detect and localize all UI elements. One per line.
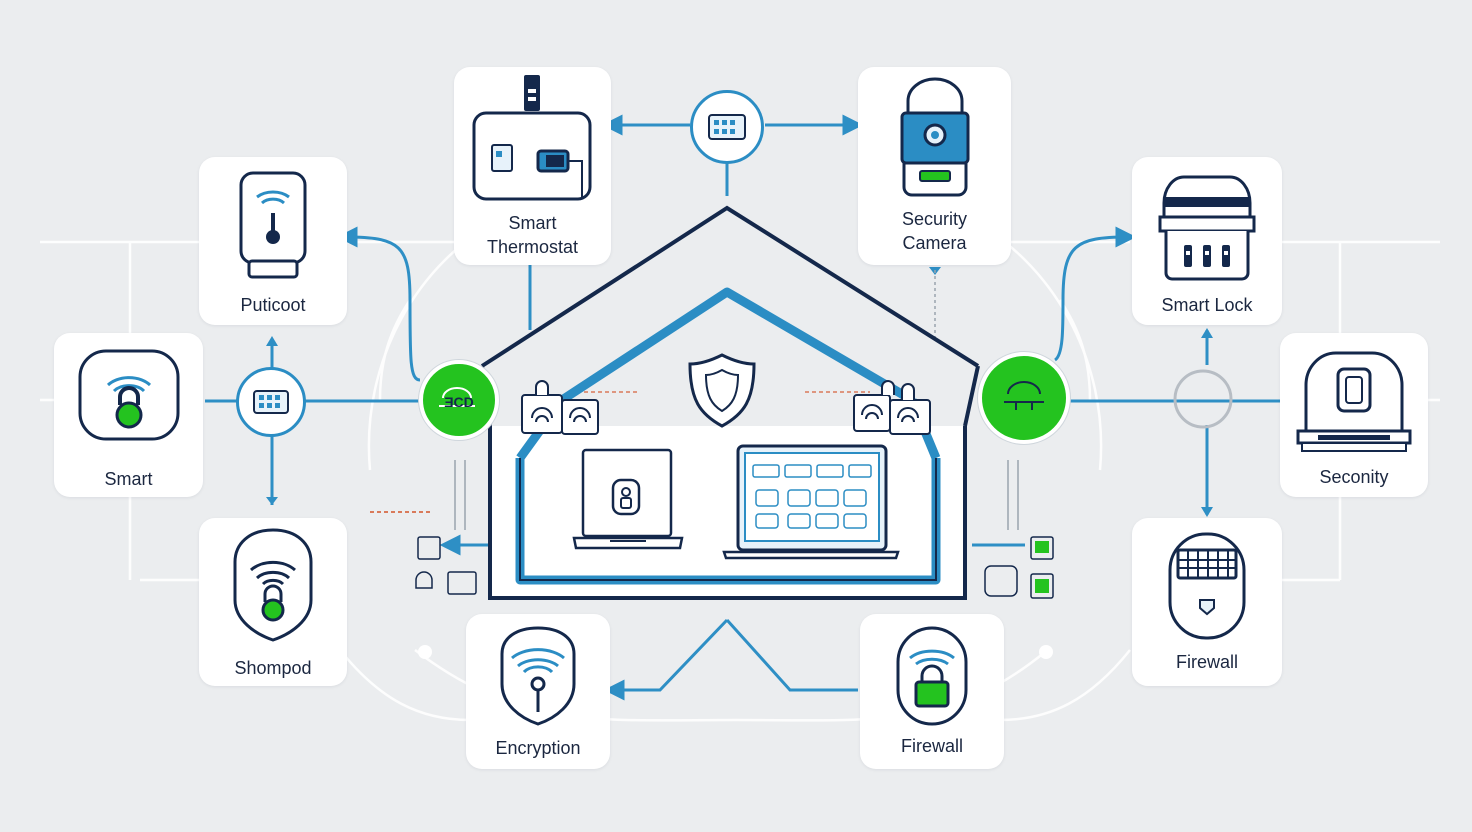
device-card-top-left[interactable]: Puticoot: [199, 157, 347, 325]
top-chip-hub[interactable]: [690, 90, 764, 164]
security-camera-icon: [900, 77, 970, 197]
left-chip-hub[interactable]: [236, 367, 306, 437]
router-icon: [1004, 381, 1044, 410]
device-card-firewall[interactable]: Firewall: [860, 614, 1004, 769]
device-label: Firewall: [1175, 652, 1238, 672]
device-card-camera[interactable]: Security Camera: [858, 67, 1011, 265]
monitor-dashboard-icon: [722, 444, 900, 560]
device-card-left-bottom[interactable]: Shompod: [199, 518, 347, 686]
thermometer-wifi-icon: [239, 171, 307, 279]
wifi-lock-icon: [78, 349, 180, 441]
device-label: Encryption: [495, 738, 581, 758]
shield-lock-icon: [233, 528, 313, 642]
chip-icon: [708, 114, 746, 140]
device-card-right-bottom[interactable]: Firewall: [1132, 518, 1282, 686]
device-card-encryption[interactable]: Encryption: [466, 614, 610, 769]
firewall-icon: [1168, 532, 1246, 640]
right-green-hub[interactable]: [978, 352, 1070, 444]
thermostat-icon: [472, 75, 592, 201]
shield-icon: [688, 353, 756, 428]
device-label: Smart Thermostat: [486, 213, 579, 257]
device-label: Security Camera: [901, 209, 968, 253]
device-label: Firewall: [900, 736, 963, 756]
security-device-icon: [1296, 351, 1412, 452]
device-label: Shompod: [234, 658, 312, 678]
left-green-hub[interactable]: ƎCD: [419, 360, 499, 440]
wifi-key-icon: [500, 626, 576, 726]
left-hub-text: ƎCD: [444, 394, 474, 410]
smart-home-house: [480, 205, 980, 600]
laptop-lock-icon: [572, 448, 684, 550]
smart-lock-icon: [1158, 175, 1256, 281]
router-icon: [439, 387, 475, 407]
device-card-thermostat[interactable]: Smart Thermostat: [454, 67, 611, 265]
device-label: Seconity: [1319, 467, 1389, 487]
chip-icon: [253, 390, 289, 414]
device-card-left-middle[interactable]: Smart: [54, 333, 203, 497]
device-label: Puticoot: [240, 295, 306, 315]
device-card-smart-lock[interactable]: Smart Lock: [1132, 157, 1282, 325]
device-card-right-middle[interactable]: Seconity: [1280, 333, 1428, 497]
wifi-padlock-icon: [896, 626, 968, 726]
device-label: Smart Lock: [1161, 295, 1253, 315]
device-label: Smart: [104, 469, 153, 489]
